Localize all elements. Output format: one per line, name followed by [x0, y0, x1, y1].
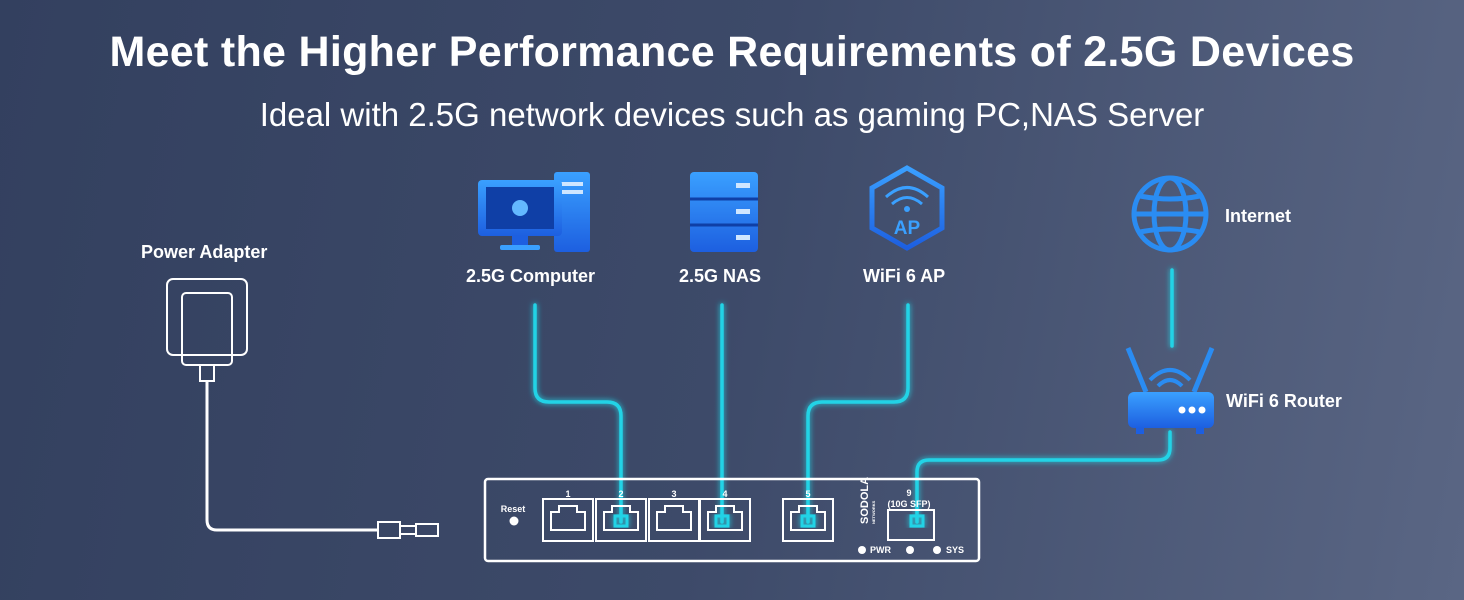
cable-router: [915, 430, 1172, 524]
port-4: [699, 498, 751, 542]
computer-icon: [478, 172, 590, 252]
port-5: [782, 498, 834, 542]
port-label-1: 1: [565, 489, 570, 499]
sfp-port-number: 9: [906, 488, 911, 498]
reset-button[interactable]: [509, 516, 519, 526]
globe-icon: [1131, 175, 1209, 253]
page-title: Meet the Higher Performance Requirements…: [109, 28, 1355, 76]
cable-ap: [806, 303, 910, 524]
port-label-4: 4: [722, 489, 727, 499]
nas-icon: [690, 172, 758, 252]
power-adapter-label: Power Adapter: [141, 242, 268, 262]
wifi-ap-label: WiFi 6 AP: [863, 266, 946, 286]
cable-computer: [533, 303, 623, 524]
sfp-port-label: (10G SFP): [887, 499, 930, 509]
router-icon: [1125, 347, 1215, 434]
brand-sub: NETWORKS: [871, 500, 876, 524]
port-label-3: 3: [671, 489, 676, 499]
port-label-5: 5: [805, 489, 810, 499]
port-1: [542, 498, 594, 542]
internet-label: Internet: [1225, 206, 1292, 226]
sfp-port: [887, 509, 935, 541]
reset-label: Reset: [501, 504, 526, 514]
pwr-led: [858, 546, 866, 554]
wifi-ap-icon: AP: [869, 165, 945, 251]
nas-label: 2.5G NAS: [679, 266, 762, 286]
ap-badge-text: AP: [894, 218, 921, 239]
brand-logo: SODOLA: [859, 477, 871, 524]
port-2: [595, 498, 647, 542]
page-subtitle: Ideal with 2.5G network devices such as …: [259, 96, 1205, 133]
connection-cables: [533, 268, 1174, 524]
power-adapter-icon: [166, 278, 439, 539]
port-label-2: 2: [618, 489, 623, 499]
switch-device: Reset 1 2 3 4 5: [483, 477, 981, 563]
sys-led: [933, 546, 941, 554]
link-led: [906, 546, 914, 554]
sys-label: SYS: [946, 545, 964, 555]
pwr-label: PWR: [870, 545, 891, 555]
router-label: WiFi 6 Router: [1226, 391, 1342, 411]
port-3: [648, 498, 700, 542]
computer-label: 2.5G Computer: [466, 266, 596, 286]
